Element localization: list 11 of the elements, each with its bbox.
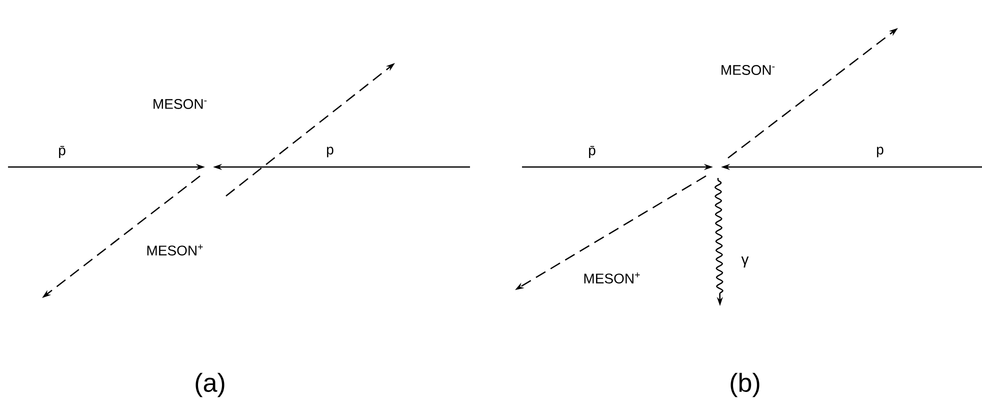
particle-label: p̄ (59, 146, 66, 158)
particle-label: p (877, 146, 884, 158)
particle-label: MESON$^{+}$ (584, 272, 640, 284)
panel-label: (a) (196, 372, 224, 398)
particle-label: MESON$^{-}$ (722, 65, 775, 75)
particle-label: MESON$^{-}$ (154, 99, 207, 109)
particle-label: p̄ (589, 146, 596, 158)
particle-label: γ (741, 256, 749, 268)
panel-label: (b) (730, 372, 760, 398)
particle-label: p (327, 146, 334, 158)
particle-label: MESON$^{+}$ (147, 244, 203, 256)
